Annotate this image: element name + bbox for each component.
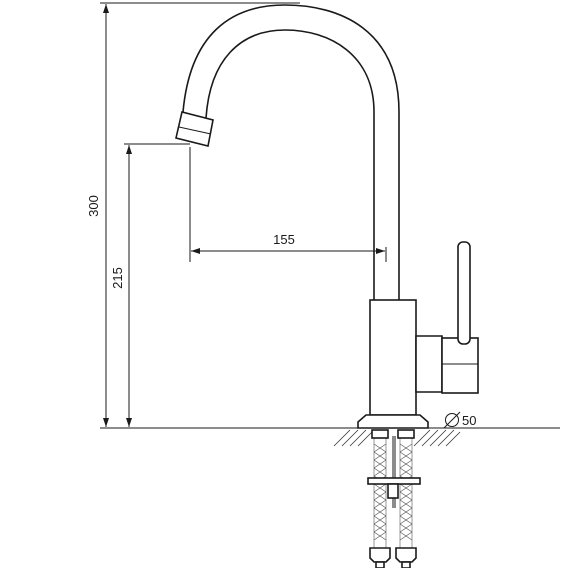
hole-diameter-label: 50 [462, 413, 476, 428]
dimension-total-height: 300 [86, 4, 109, 427]
countertop-hatching [333, 429, 461, 447]
dimension-spout-height: 215 [110, 145, 132, 427]
dimension-spout-reach-label: 155 [273, 232, 295, 247]
lever-handle [457, 241, 471, 345]
dimension-spout-reach: 155 [191, 232, 385, 254]
extension-lines [100, 2, 560, 429]
dimension-total-height-label: 300 [86, 195, 101, 217]
diameter-icon [445, 413, 459, 427]
supply-hoses [367, 429, 421, 568]
diameter-marker: 50 [443, 411, 476, 429]
faucet-spout [175, 4, 400, 300]
dimension-spout-height-label: 215 [110, 267, 125, 289]
faucet-body [357, 241, 479, 429]
